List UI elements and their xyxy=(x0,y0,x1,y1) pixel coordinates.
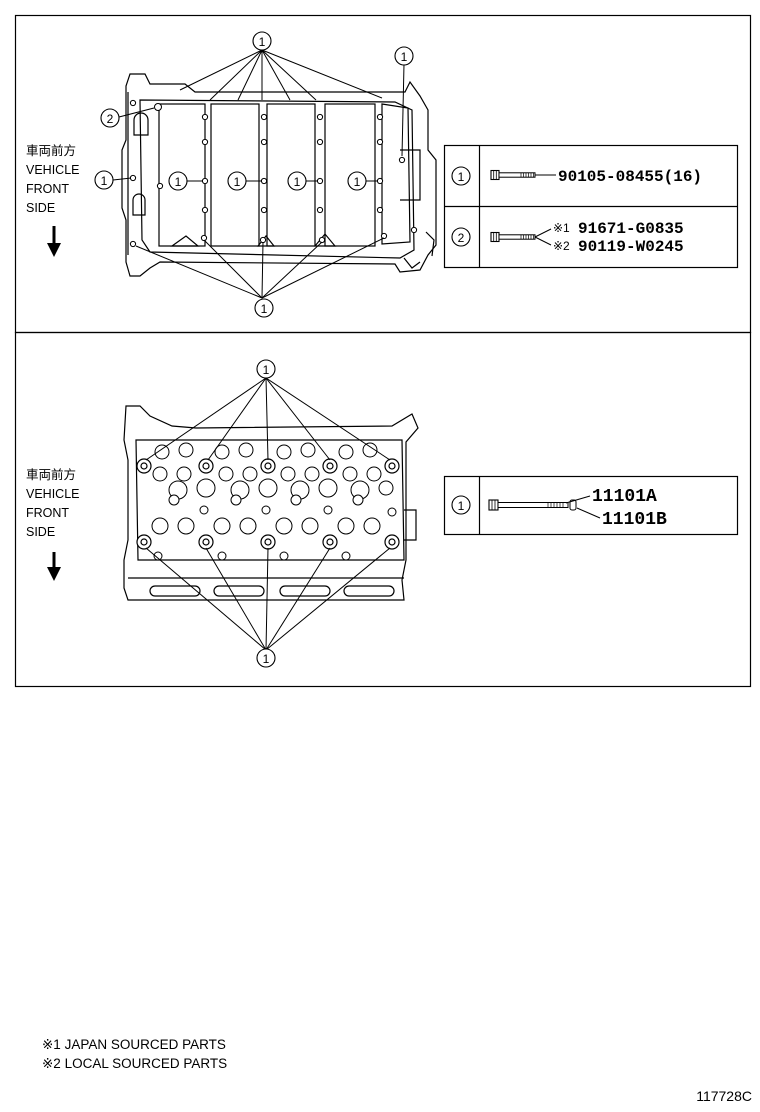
note-marker-1: ※1 xyxy=(553,221,570,235)
svg-text:1: 1 xyxy=(101,174,108,188)
svg-text:1: 1 xyxy=(458,499,465,513)
svg-text:1: 1 xyxy=(175,175,182,189)
legend-row-2-number: 2 xyxy=(451,227,471,247)
bolt-91671-icon xyxy=(490,231,536,243)
top-leader-lines xyxy=(112,49,405,299)
part-number-11101b: 11101B xyxy=(602,510,667,530)
bottom-leader-lines xyxy=(145,377,391,651)
footnote-local-sourced: ※2 LOCAL SOURCED PARTS xyxy=(42,1056,228,1071)
svg-text:2: 2 xyxy=(107,112,114,126)
legend-row-2-leader-a xyxy=(534,228,552,238)
figure-code: 117728C xyxy=(696,1088,752,1104)
part-number-90105-08455: 90105-08455(16) xyxy=(558,168,702,186)
top-callout-1-b: 1 xyxy=(394,46,414,66)
svg-text:1: 1 xyxy=(354,175,361,189)
bottom-callout-1-a: 1 xyxy=(256,359,276,379)
top-cylinder-head-drawing xyxy=(121,73,437,277)
bottom-legend-table xyxy=(443,475,739,536)
top-callout-1-c: 1 xyxy=(94,170,114,190)
top-direction-jp: 車両前方 xyxy=(26,143,76,158)
bottom-legend-leader-b xyxy=(576,507,601,519)
top-direction-line-2: FRONT xyxy=(26,182,69,196)
bottom-cylinder-head-drawing xyxy=(123,405,419,601)
part-number-91671-g0835: 91671-G0835 xyxy=(578,220,684,238)
top-bolt-holes xyxy=(129,99,418,248)
footnote-japan-sourced: ※1 JAPAN SOURCED PARTS xyxy=(42,1037,226,1052)
legend-row-2-leader-b xyxy=(534,236,552,246)
bottom-direction-jp: 車両前方 xyxy=(26,467,76,482)
svg-text:1: 1 xyxy=(263,652,270,666)
bottom-panel-frame xyxy=(14,331,752,688)
note-marker-2: ※2 xyxy=(553,239,570,253)
bottom-arrow-down-icon xyxy=(47,552,61,581)
top-callout-2: 2 xyxy=(100,108,120,128)
top-callout-1-e: 1 xyxy=(227,171,247,191)
top-arrow-down-icon xyxy=(47,226,61,257)
svg-text:2: 2 xyxy=(458,231,465,245)
top-callout-1-h: 1 xyxy=(254,298,274,318)
svg-text:1: 1 xyxy=(401,50,408,64)
svg-text:1: 1 xyxy=(234,175,241,189)
bolt-90105-icon xyxy=(490,169,536,181)
head-bolt-11101-icon xyxy=(488,499,577,511)
bottom-bolt-holes xyxy=(136,458,400,550)
bottom-valve-ports xyxy=(151,442,397,561)
top-callout-1-g: 1 xyxy=(347,171,367,191)
top-direction-line-3: SIDE xyxy=(26,201,55,215)
svg-text:1: 1 xyxy=(261,302,268,316)
bottom-direction-line-2: FRONT xyxy=(26,506,69,520)
svg-text:1: 1 xyxy=(259,35,266,49)
bottom-callout-1-b: 1 xyxy=(256,648,276,668)
part-number-11101a: 11101A xyxy=(592,487,657,507)
bottom-direction-line-1: VEHICLE xyxy=(26,487,80,501)
top-callout-1-f: 1 xyxy=(287,171,307,191)
top-legend-table xyxy=(443,144,739,269)
bottom-direction-line-3: SIDE xyxy=(26,525,55,539)
top-direction-line-1: VEHICLE xyxy=(26,163,80,177)
svg-text:1: 1 xyxy=(458,170,465,184)
legend-row-1-number: 1 xyxy=(451,166,471,186)
bottom-legend-row-1-number: 1 xyxy=(451,495,471,515)
bottom-legend-leader-a xyxy=(565,495,591,504)
svg-text:1: 1 xyxy=(294,175,301,189)
svg-text:1: 1 xyxy=(263,363,270,377)
top-callout-1-d: 1 xyxy=(168,171,188,191)
part-number-90119-w0245: 90119-W0245 xyxy=(578,238,684,256)
top-callout-1-a: 1 xyxy=(252,31,272,51)
